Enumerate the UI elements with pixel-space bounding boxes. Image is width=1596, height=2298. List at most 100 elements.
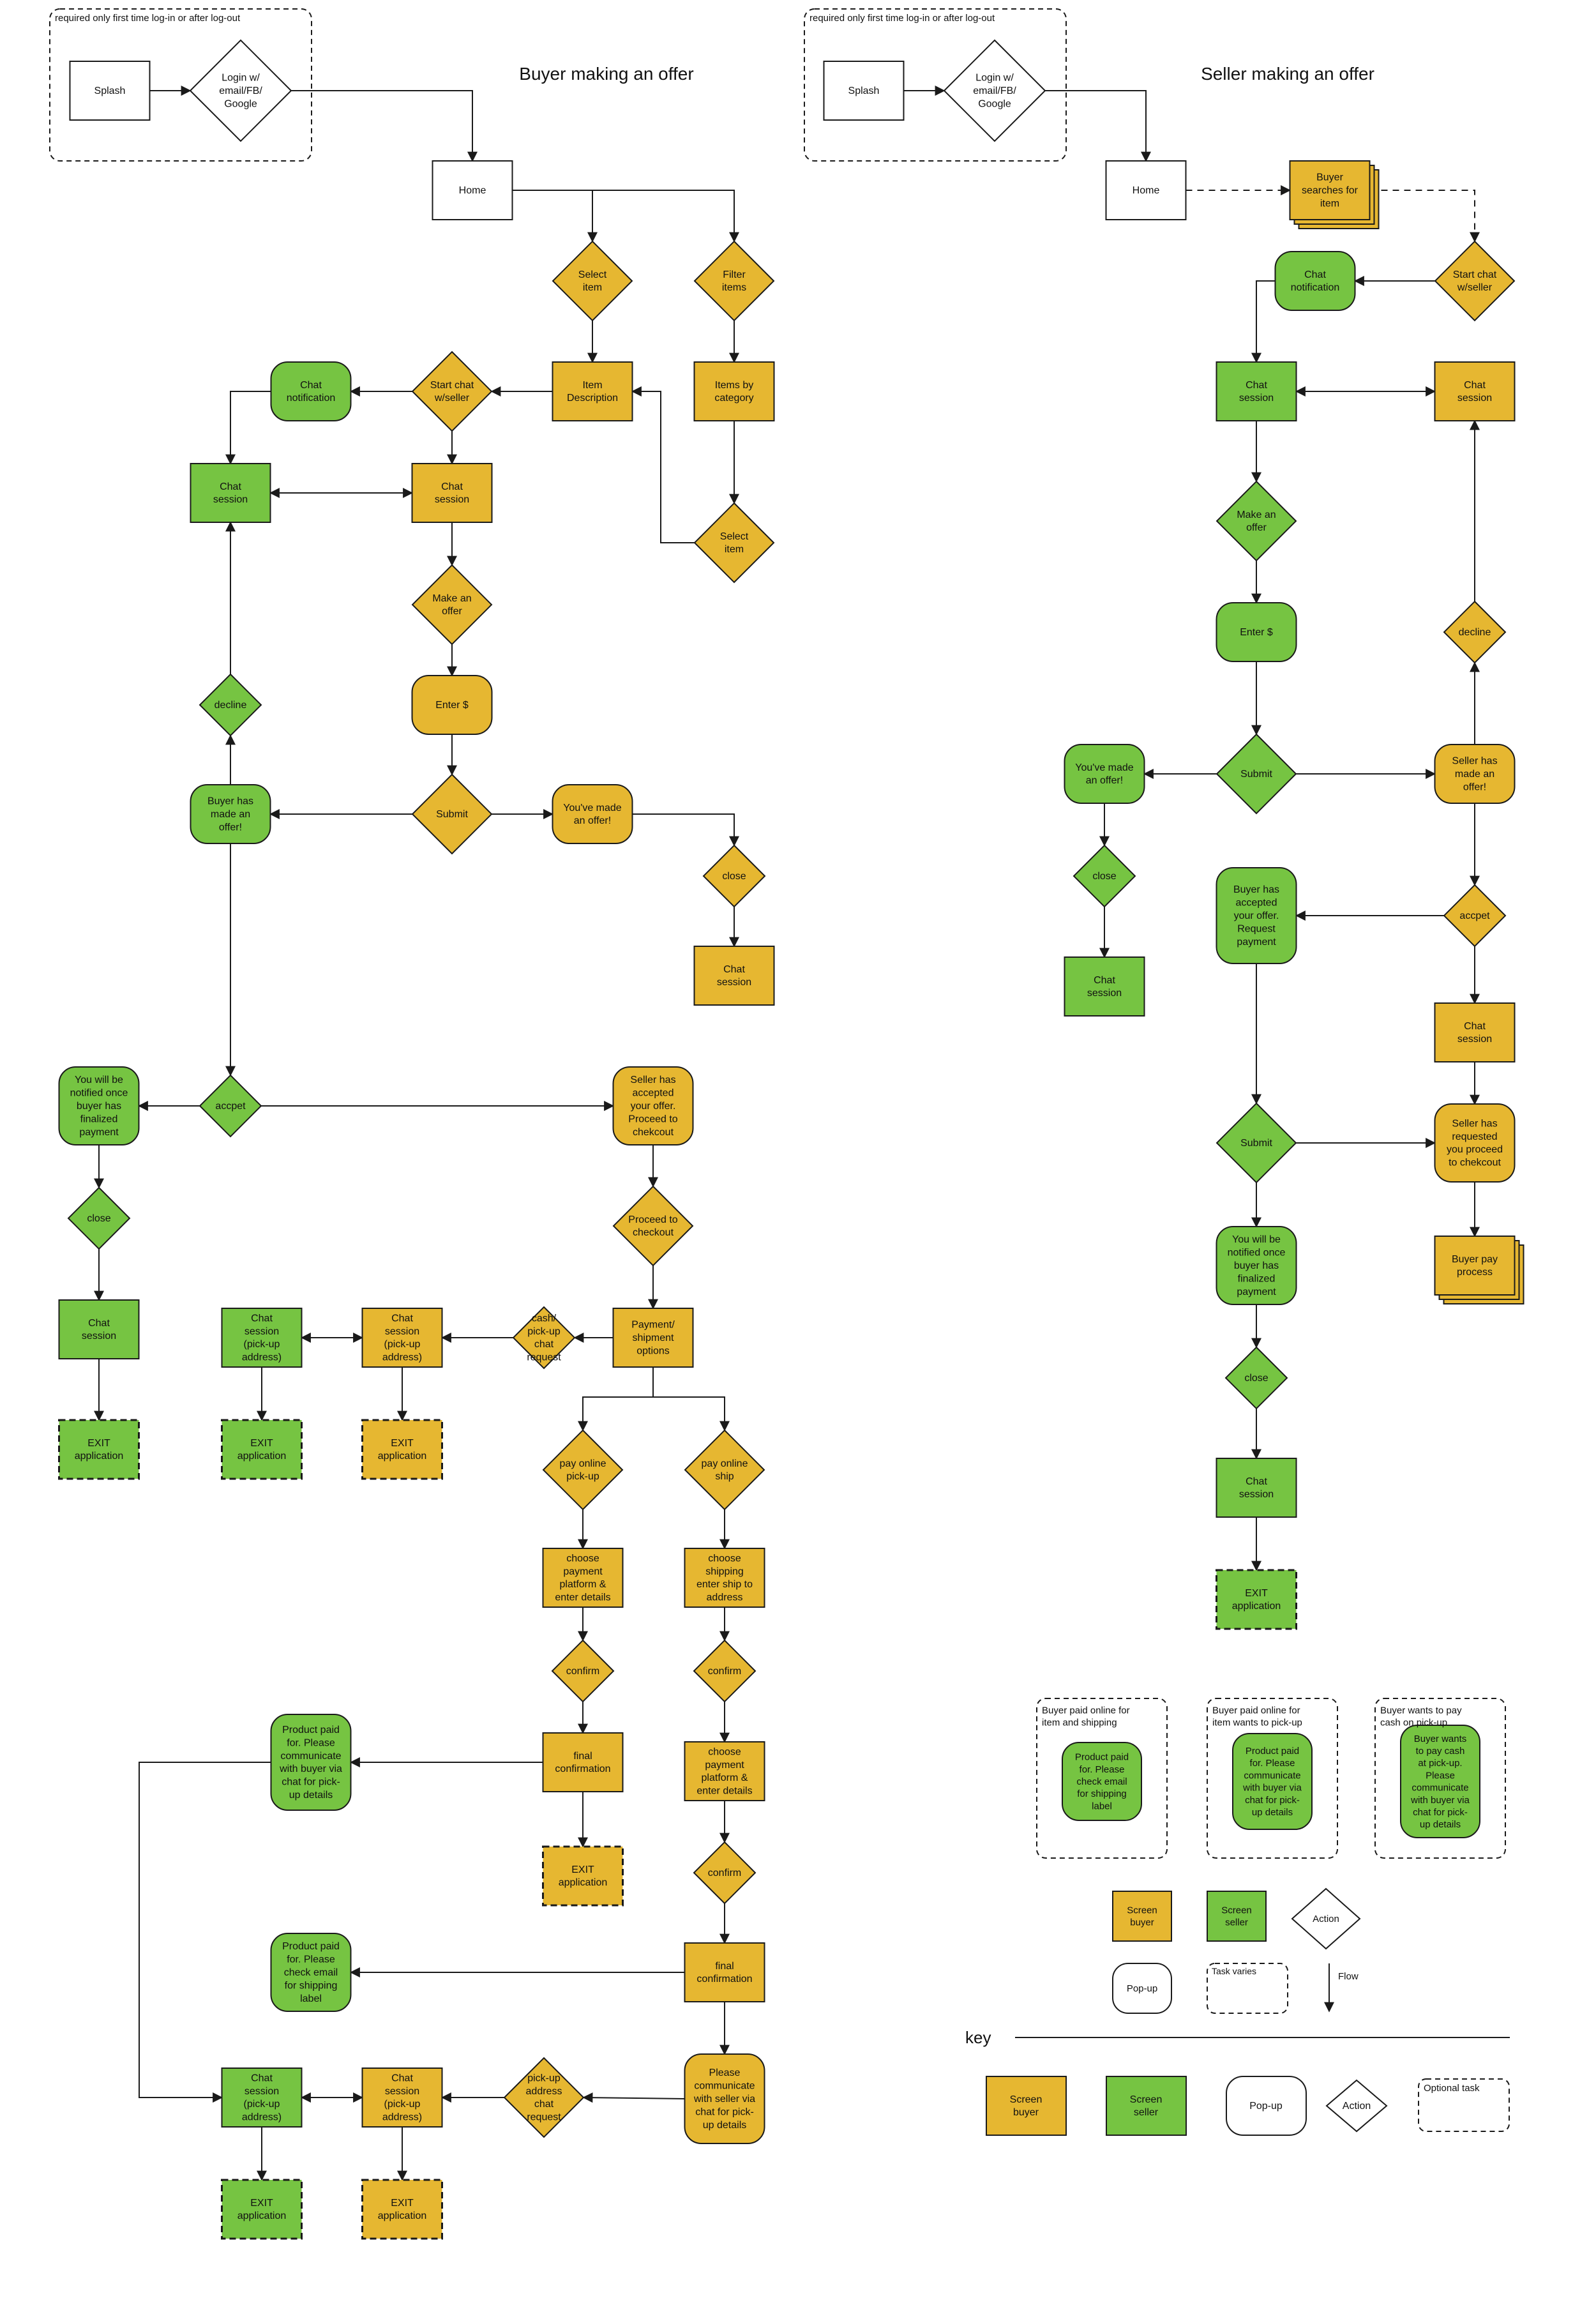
connector [653, 1396, 730, 1432]
node-b-chat-pickup-buyer-shape [361, 1308, 443, 1368]
node-b-choose-shipping [684, 1548, 765, 1608]
node-s-buyer-accepted [1216, 867, 1297, 964]
node-b-chat-pickup-buyer [361, 1308, 443, 1368]
node-s-login-shape [943, 39, 1046, 142]
popup-cash-pickup-box [1400, 1725, 1480, 1838]
node-b-splash-label: Splash [94, 86, 126, 96]
key-action-label: Action [1343, 2101, 1371, 2112]
node-b-final-confirm-2-shape [684, 1942, 765, 2002]
node-b-chat-session-4-shape [58, 1299, 140, 1359]
node-b-product-paid-ship-shape [270, 1933, 352, 2012]
node-b-chat-session-4 [58, 1299, 140, 1359]
node-b-chat-session-3-shape [693, 946, 775, 1006]
node-b-pay-online-pickup-shape [542, 1429, 624, 1511]
node-s-home [1105, 160, 1187, 220]
login-container-seller [804, 8, 1067, 162]
node-b-exit-6-shape [361, 2179, 443, 2240]
node-b-make-offer-shape [411, 564, 493, 646]
node-s-buyer-accepted-shape [1216, 867, 1297, 964]
node-b-chat-pickup-seller-shape [221, 1308, 303, 1368]
node-b-proceed-checkout-shape [612, 1185, 694, 1267]
node-b-decline [199, 673, 262, 737]
node-b-select-item-2-shape [693, 502, 775, 584]
node-b-youve-made-offer-shape [552, 784, 633, 844]
node-b-submit-label: Submit [436, 809, 468, 820]
node-s-exit-shape [1216, 1569, 1297, 1630]
node-s-youve-made-offer-shape [1064, 744, 1145, 804]
mini-legend-action [1291, 1887, 1361, 1950]
mini-legend-action-label: Action [1313, 1914, 1339, 1924]
node-s-close-1-shape [1073, 844, 1136, 908]
node-b-confirm-3-label: confirm [708, 1868, 741, 1878]
connector [631, 386, 695, 543]
node-s-chat-session-3-shape [1064, 956, 1145, 1017]
node-b-decline-label: decline [215, 700, 247, 711]
buyer-flow-title: Buyer making an offer [519, 64, 693, 84]
node-s-buyer-pay-process-shape [1434, 1236, 1516, 1296]
flow-connectors [94, 86, 1480, 2181]
connector [632, 813, 739, 847]
node-b-close-1-label: close [722, 871, 746, 882]
node-b-choose-platform-pickup [542, 1548, 624, 1608]
node-b-decline-shape [199, 673, 262, 737]
node-b-cash-pickup [512, 1306, 576, 1370]
node-s-accept-shape [1443, 884, 1507, 948]
node-b-product-paid-ship [270, 1933, 352, 2012]
node-b-payment-options-shape [612, 1308, 694, 1368]
node-b-confirm-3 [693, 1841, 757, 1905]
node-b-submit [411, 773, 493, 855]
node-b-enter-amount [411, 675, 493, 735]
login-container-buyer [49, 8, 312, 162]
key-title: key [965, 2028, 991, 2047]
node-s-splash [823, 61, 905, 121]
connector [139, 1762, 271, 2103]
node-s-submit-label: Submit [1240, 769, 1272, 780]
mini-legend-task-varies [1207, 1963, 1288, 2014]
node-b-close-1 [702, 844, 766, 908]
node-b-confirm-1-shape [551, 1639, 615, 1703]
flow-nodes [49, 8, 1524, 2240]
node-b-final-confirm-1-shape [542, 1732, 624, 1792]
node-b-items-by-category-shape [693, 361, 775, 421]
node-s-splash-label: Splash [848, 86, 880, 96]
node-s-submit-2 [1216, 1102, 1297, 1184]
node-b-login-shape [189, 39, 292, 142]
node-b-exit-4-shape [542, 1845, 624, 1907]
node-b-submit-shape [411, 773, 493, 855]
node-s-decline-shape [1443, 600, 1507, 664]
node-s-login [943, 39, 1046, 142]
node-s-buyer-pay-process [1434, 1236, 1524, 1304]
connector [582, 2092, 685, 2103]
node-b-pickup-address-req-shape [503, 2057, 585, 2138]
connector [1251, 280, 1276, 363]
node-s-chat-session-3 [1064, 956, 1145, 1017]
node-s-chat-session-4-shape [1434, 1002, 1516, 1062]
node-b-seller-accepted-shape [612, 1066, 694, 1145]
node-b-exit-3 [361, 1419, 443, 1480]
mini-legend-screen-seller [1207, 1891, 1267, 1942]
node-s-seller-made-offer [1434, 744, 1516, 804]
node-s-enter-amount-shape [1216, 602, 1297, 662]
